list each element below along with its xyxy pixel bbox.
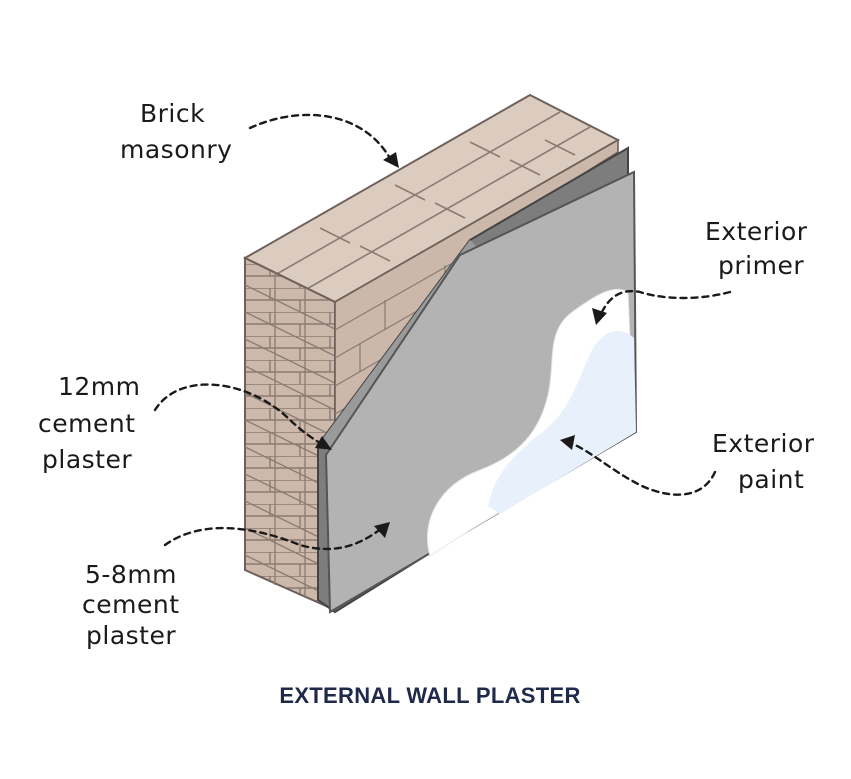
label-exterior-paint: Exterior paint [712, 429, 815, 494]
label-cement-plaster-12mm-line2: cement [38, 409, 136, 438]
leader-exterior-primer [592, 289, 732, 325]
leader-cement-plaster-12mm [153, 383, 332, 450]
label-exterior-paint-line2: paint [738, 465, 804, 494]
label-exterior-primer-line2: primer [718, 251, 804, 280]
label-cement-plaster-5-8mm-line2: cement [82, 590, 180, 619]
label-exterior-primer: Exterior primer [705, 217, 808, 280]
label-exterior-paint-line1: Exterior [712, 429, 815, 458]
brick-masonry [242, 93, 621, 612]
label-cement-plaster-12mm-line3: plaster [42, 445, 132, 474]
exterior-primer-layer [426, 288, 635, 557]
label-cement-plaster-5-8mm: 5-8mm cement plaster [82, 560, 180, 650]
label-brick-masonry-line1: Brick [140, 99, 205, 128]
label-cement-plaster-5-8mm-line3: plaster [86, 621, 176, 650]
label-cement-plaster-12mm: 12mm cement plaster [38, 372, 141, 474]
label-exterior-primer-line1: Exterior [705, 217, 808, 246]
exterior-paint-layer [488, 330, 636, 514]
label-cement-plaster-5-8mm-line1: 5-8mm [85, 560, 177, 589]
diagram-title: EXTERNAL WALL PLASTER [279, 683, 580, 708]
label-brick-masonry: Brick masonry [120, 99, 232, 164]
label-cement-plaster-12mm-line1: 12mm [58, 372, 141, 401]
leader-brick-masonry [248, 113, 399, 168]
leader-exterior-paint [560, 435, 717, 496]
cement-plaster-5-8mm-layer [324, 170, 638, 614]
label-brick-masonry-line2: masonry [120, 135, 232, 164]
leader-cement-plaster-5-8mm [163, 522, 390, 551]
